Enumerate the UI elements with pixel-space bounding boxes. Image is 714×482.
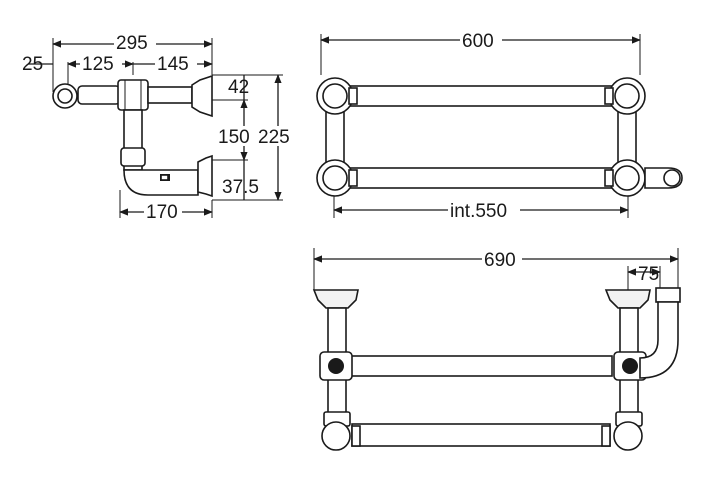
dim-label-150: 150 xyxy=(218,127,250,148)
dim-label-145: 145 xyxy=(157,54,189,75)
dim-label-125: 125 xyxy=(82,54,114,75)
dim-label-int550: int.550 xyxy=(450,201,507,222)
top-view: 600 int.550 xyxy=(316,30,683,222)
dim-label-75: 75 xyxy=(638,264,659,285)
dim-label-42: 42 xyxy=(228,77,249,98)
side-view: 295 25 125 145 42 150 225 37.5 170 xyxy=(22,32,294,223)
dim-label-25: 25 xyxy=(22,54,43,75)
front-view: 690 75 xyxy=(312,248,681,451)
dim-label-37-5: 37.5 xyxy=(222,177,259,198)
dim-label-170: 170 xyxy=(146,202,178,223)
dim-label-295: 295 xyxy=(116,33,148,54)
dim-label-600: 600 xyxy=(462,31,494,52)
dim-label-225: 225 xyxy=(258,127,290,148)
dim-label-690: 690 xyxy=(484,250,516,271)
